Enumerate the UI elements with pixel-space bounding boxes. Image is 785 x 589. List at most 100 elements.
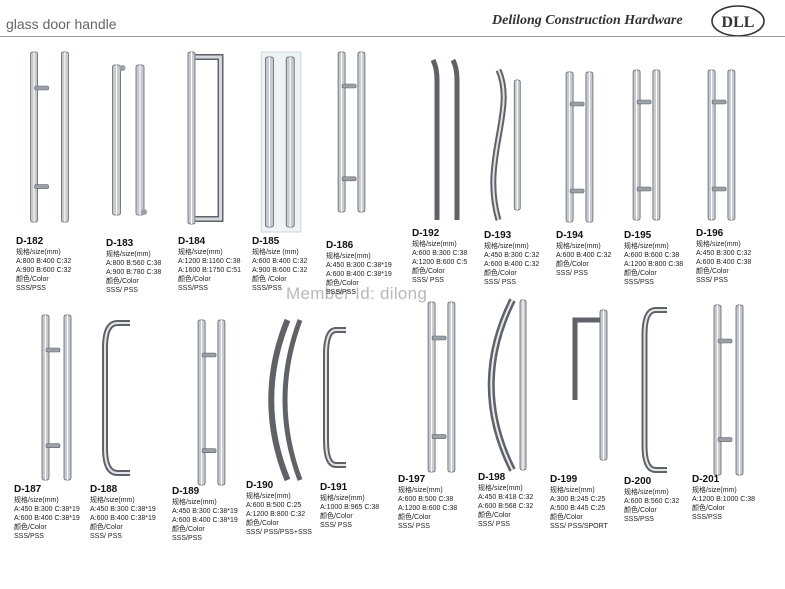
spec-line: 规格/size(mm) [106, 251, 151, 258]
spec-line: 颜色/Color [478, 512, 511, 519]
spec-line: 规格/size(mm) [696, 241, 741, 248]
product-code: D-196 [696, 228, 724, 239]
spec-line: 颜色/Color [696, 268, 729, 275]
spec-line: A:300 B:245 C:25 [550, 496, 606, 503]
handle-image-d-195 [625, 69, 670, 221]
handle-image-d-193 [485, 68, 530, 221]
spec-line: 颜色/Color [14, 524, 47, 531]
spec-line: 规格/size(mm) [556, 243, 601, 250]
handle-image-d-199 [565, 309, 615, 461]
spec-line: 规格/size(mm) [398, 487, 443, 494]
spec-line: 规格/size(mm) [246, 493, 291, 500]
spec-line: A:450 B:300 C:32 [696, 250, 752, 257]
spec-line: 颜色/Color [398, 514, 431, 521]
spec-line: 规格/size(mm) [412, 241, 457, 248]
handle-image-d-189 [190, 319, 235, 486]
spec-line: 规格/size(mm) [550, 487, 595, 494]
product-code: D-197 [398, 474, 426, 485]
spec-line: A:600 B:560 C:32 [624, 498, 680, 505]
spec-line: A:600 B:400 C:38*19 [172, 517, 238, 524]
spec-line: SSS/PSS [624, 279, 654, 286]
spec-line: A:450 B:300 C:32 [484, 252, 540, 259]
spec-line: 颜色/Color [106, 278, 139, 285]
spec-line: SSS/ PSS [90, 533, 122, 540]
product-code: D-200 [624, 476, 652, 487]
spec-line: 颜色/Color [320, 513, 353, 520]
spec-line: 规格/size(mm) [172, 499, 217, 506]
spec-line: SSS/ PSS/SPORT [550, 523, 608, 530]
spec-line: A:600 B:500 C:25 [246, 502, 302, 509]
spec-line: A:450 B:300 C:38*19 [90, 506, 156, 513]
spec-line: A:600 B:400 C:38*19 [90, 515, 156, 522]
product-code: D-192 [412, 228, 440, 239]
spec-line: 规格/size(mm) [178, 249, 223, 256]
spec-line: 规格/size(mm) [320, 495, 365, 502]
spec-line: SSS/PSS [252, 285, 282, 292]
spec-line: A:600 B:400 C:32 [252, 258, 308, 265]
spec-line: A:600 B:400 C:32 [556, 252, 612, 259]
handle-image-d-198 [485, 298, 535, 472]
spec-line: 颜色/Color [172, 526, 205, 533]
spec-line: A:450 B:300 C:38*19 [326, 262, 392, 269]
spec-line: 规格/size(mm) [16, 249, 61, 256]
handle-image-d-192 [425, 58, 465, 220]
spec-line: 颜色/Color [624, 507, 657, 514]
handle-image-d-196 [700, 69, 745, 221]
product-code: D-198 [478, 472, 506, 483]
spec-line: 规格/size (mm) [252, 249, 299, 256]
handle-image-d-194 [558, 71, 603, 223]
product-code: D-190 [246, 480, 274, 491]
company-name: Delilong Construction Hardware [492, 13, 683, 28]
spec-line: A:600 B:568 C:32 [478, 503, 534, 510]
svg-text:DLL: DLL [722, 14, 755, 31]
spec-line: 规格/size(mm) [14, 497, 59, 504]
spec-line: 颜色/Color [178, 276, 211, 283]
handle-image-d-186 [330, 51, 375, 213]
company-logo: DLL [711, 5, 765, 37]
spec-line: A:600 B:600 C:38 [624, 252, 680, 259]
spec-line: SSS/ PSS/PSS+SSS [246, 529, 312, 536]
spec-line: SSS/PSS [172, 535, 202, 542]
handle-image-d-201 [705, 304, 755, 476]
handle-image-d-187 [33, 314, 83, 481]
handle-image-d-188 [100, 318, 150, 478]
product-code: D-194 [556, 230, 584, 241]
spec-line: A:600 B:400 C:38 [696, 259, 752, 266]
watermark: Member Id: dilong [286, 284, 428, 303]
spec-line: 颜色/Color [484, 270, 517, 277]
spec-line: A:1200 B:800 C:38 [624, 261, 684, 268]
handle-image-d-183 [105, 60, 155, 220]
handle-image-d-182 [18, 51, 88, 223]
handle-image-d-184 [183, 51, 233, 225]
spec-line: A:500 B:445 C:25 [550, 505, 606, 512]
handle-image-d-191 [322, 325, 362, 470]
spec-line: 规格/size(mm) [484, 243, 529, 250]
header-divider [0, 36, 785, 37]
spec-line: SSS/ PSS [556, 270, 588, 277]
spec-line: A:600 B:400 C:32 [484, 261, 540, 268]
product-code: D-201 [692, 474, 720, 485]
spec-line: 颜色/Color [246, 520, 279, 527]
spec-line: A:900 B:600 C:32 [16, 267, 72, 274]
spec-line: A:600 B:500 C:38 [398, 496, 454, 503]
spec-line: 规格/size(mm) [624, 489, 669, 496]
page-title: glass door handle [6, 16, 117, 32]
product-code: D-185 [252, 236, 280, 247]
product-code: D-184 [178, 236, 206, 247]
product-code: D-191 [320, 482, 348, 493]
product-code: D-187 [14, 484, 42, 495]
spec-line: 颜色 /Color [252, 276, 287, 283]
spec-line: 颜色/Color [550, 514, 583, 521]
